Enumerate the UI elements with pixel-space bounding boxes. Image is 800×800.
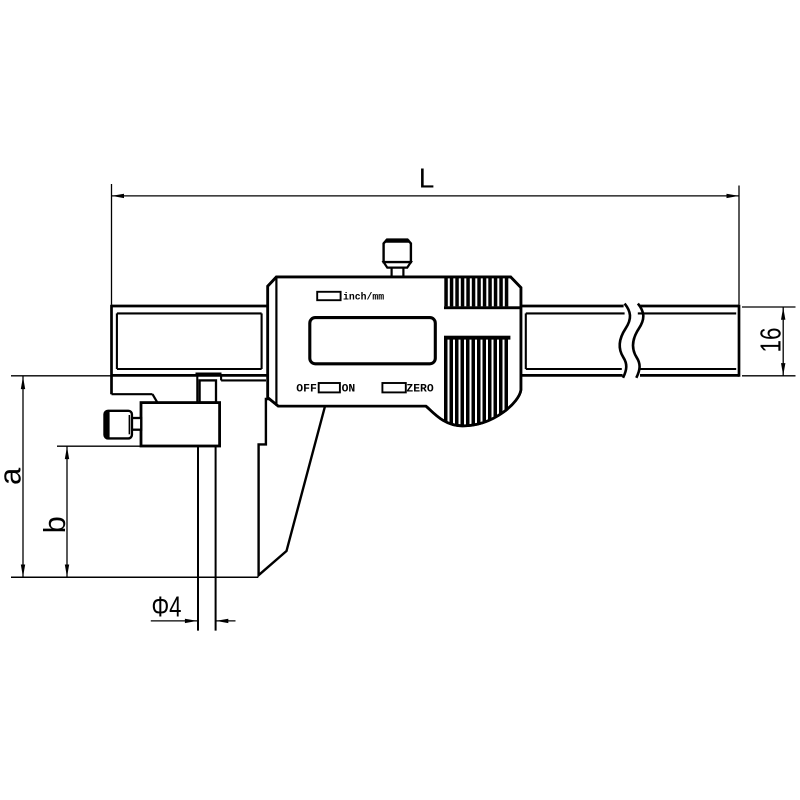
svg-text:ON: ON	[342, 384, 356, 396]
svg-text:a: a	[0, 467, 28, 485]
svg-text:b: b	[37, 516, 72, 533]
svg-text:OFF: OFF	[296, 384, 317, 396]
svg-text:inch/mm: inch/mm	[343, 291, 384, 302]
svg-text:16: 16	[756, 328, 788, 353]
svg-text:L: L	[419, 163, 435, 194]
svg-text:ZERO: ZERO	[406, 384, 434, 396]
svg-text:Φ4: Φ4	[152, 592, 182, 624]
